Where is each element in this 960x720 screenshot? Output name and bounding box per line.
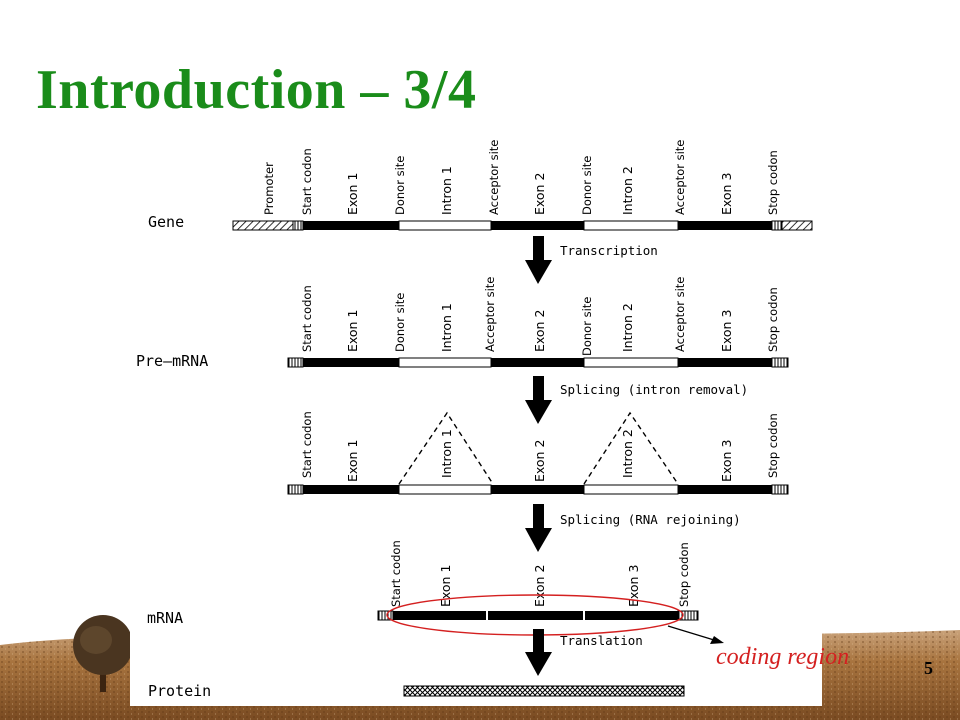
- slide-title: Introduction – 3/4: [36, 59, 477, 121]
- gene-label-stop-codon: Stop codon: [766, 150, 780, 215]
- premrna-labels: Start codon Exon 1 Donor site Intron 1 A…: [300, 277, 780, 356]
- row-title-mrna: mRNA: [147, 609, 183, 627]
- premrna-label-exon2: Exon 2: [532, 310, 547, 352]
- step-splicing-rejoin: Splicing (RNA rejoining): [560, 512, 741, 527]
- premrna-label-intron2: Intron 2: [620, 303, 635, 352]
- page-number: 5: [924, 658, 933, 678]
- gene-label-intron1: Intron 1: [439, 166, 454, 215]
- premrna-label-acceptor-site-2: Acceptor site: [673, 277, 687, 352]
- mrna-label-start-codon: Start codon: [389, 540, 403, 607]
- mrna-label-exon3: Exon 3: [626, 565, 641, 607]
- gene-label-exon1: Exon 1: [345, 173, 360, 215]
- coding-region-pointer: [667, 625, 724, 644]
- gene-label-acceptor-site-2: Acceptor site: [673, 140, 687, 215]
- premrna-label-stop-codon: Stop codon: [766, 287, 780, 352]
- gene-labels: Promoter Start codon Exon 1 Donor site I…: [262, 140, 780, 215]
- mrna-labels: Start codon Exon 1 Exon 2 Exon 3 Stop co…: [389, 540, 691, 607]
- stop-codon-segment: [771, 220, 783, 231]
- intron2-loop: [583, 411, 679, 485]
- splicing-bar: [287, 484, 789, 495]
- premrna-label-exon3: Exon 3: [719, 310, 734, 352]
- start-codon-segment: [292, 220, 304, 231]
- exon2-segment: [491, 221, 584, 230]
- splicing-label-exon1: Exon 1: [345, 440, 360, 482]
- down-arrow-icon: [525, 376, 552, 424]
- down-arrow-icon: [525, 504, 552, 552]
- premrna-label-donor-site-2: Donor site: [580, 297, 594, 356]
- gene-label-acceptor-site: Acceptor site: [487, 140, 501, 215]
- splicing-label-intron1: Intron 1: [439, 429, 454, 478]
- premrna-label-acceptor-site: Acceptor site: [483, 277, 497, 352]
- protein-bar: [403, 685, 685, 697]
- gene-label-exon2: Exon 2: [532, 173, 547, 215]
- coding-region-label: coding region: [716, 644, 850, 670]
- step-transcription: Transcription: [560, 243, 658, 258]
- gene-label-promoter: Promoter: [262, 162, 276, 215]
- splicing-label-start-codon: Start codon: [300, 411, 314, 478]
- mrna-label-exon1: Exon 1: [438, 565, 453, 607]
- gene-label-donor-site: Donor site: [393, 156, 407, 215]
- step-splicing-removal: Splicing (intron removal): [560, 382, 748, 397]
- row-title-gene: Gene: [148, 213, 184, 231]
- gene-label-intron2: Intron 2: [620, 166, 635, 215]
- tree-icon: [73, 615, 133, 692]
- splicing-label-exon2: Exon 2: [532, 440, 547, 482]
- premrna-label-start-codon: Start codon: [300, 285, 314, 352]
- intron1-loop: [398, 411, 494, 485]
- mrna-label-stop-codon: Stop codon: [677, 542, 691, 607]
- intron1-segment: [398, 220, 492, 231]
- mrna-bar: [377, 610, 699, 621]
- premrna-bar: [287, 357, 789, 368]
- exon3-segment: [678, 221, 772, 230]
- intron-loops: [398, 411, 679, 485]
- mrna-label-exon2: Exon 2: [532, 565, 547, 607]
- gene-label-exon3: Exon 3: [719, 173, 734, 215]
- premrna-label-intron1: Intron 1: [439, 303, 454, 352]
- splicing-label-exon3: Exon 3: [719, 440, 734, 482]
- splicing-labels: Start codon Exon 1 Intron 1 Exon 2 Intro…: [300, 411, 780, 482]
- diagram-panel: [130, 580, 822, 706]
- down-arrow-icon: [525, 236, 552, 284]
- row-title-protein: Protein: [148, 682, 211, 700]
- step-translation: Translation: [560, 633, 643, 648]
- premrna-label-donor-site: Donor site: [393, 293, 407, 352]
- row-title-premrna: Pre–mRNA: [136, 352, 208, 370]
- gene-label-start-codon: Start codon: [300, 148, 314, 215]
- gene-bar: [232, 220, 813, 231]
- exon1-segment: [303, 221, 399, 230]
- intron2-segment: [583, 220, 679, 231]
- splicing-label-stop-codon: Stop codon: [766, 413, 780, 478]
- promoter-segment: [232, 220, 294, 231]
- terminator-segment: [781, 220, 813, 231]
- premrna-label-exon1: Exon 1: [345, 310, 360, 352]
- down-arrow-icon: [525, 629, 552, 676]
- gene-label-donor-site-2: Donor site: [580, 156, 594, 215]
- splicing-label-intron2: Intron 2: [620, 429, 635, 478]
